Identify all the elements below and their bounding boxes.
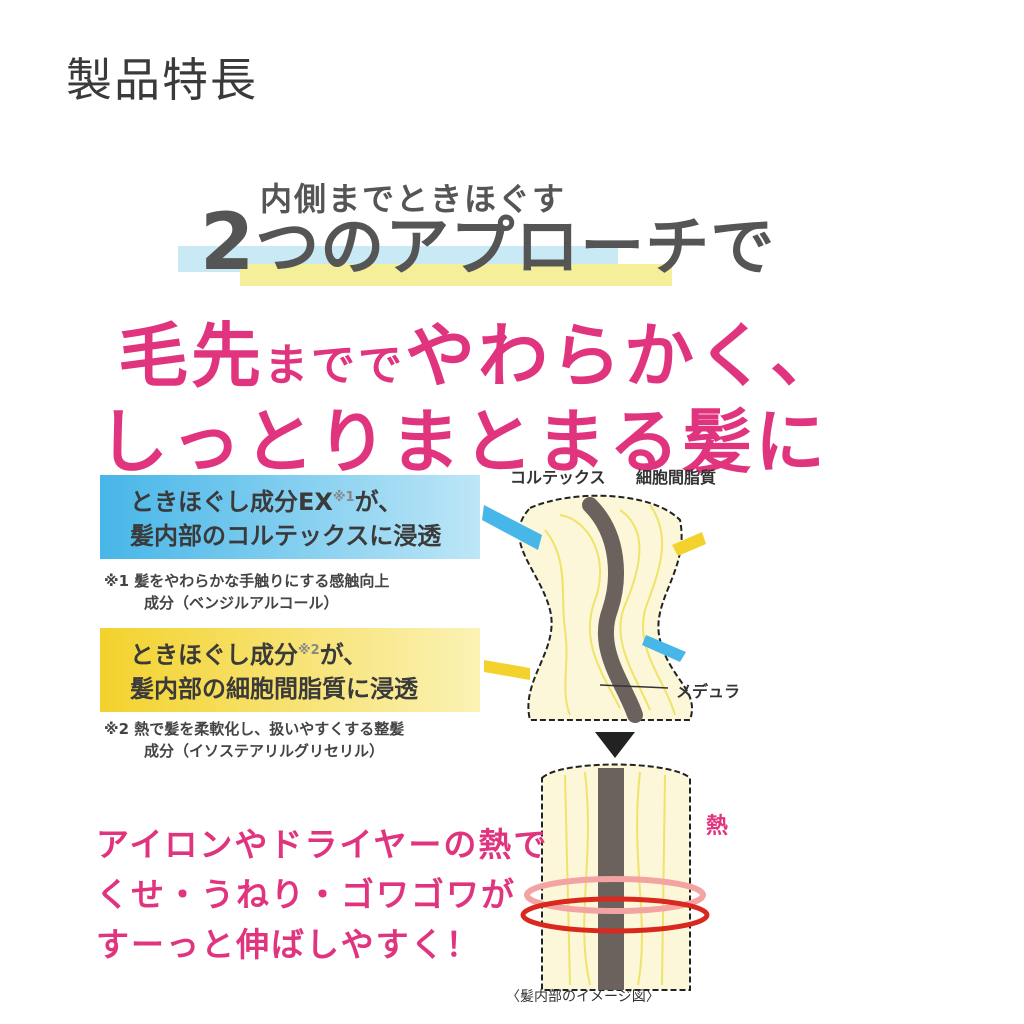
yellow-arrow-2: [672, 532, 706, 556]
benefit-text: アイロンやドライヤーの熱で くせ・うねり・ゴワゴワが すーっと伸ばしやすく！: [96, 820, 548, 970]
box-text: が、: [354, 488, 403, 516]
yellow-arrow-1: [484, 660, 530, 680]
blue-arrow-1: [482, 505, 542, 550]
pink-headline-line-2: しっとりまとまる髪に: [98, 401, 828, 483]
product-feature-image: 内側までときほぐす 2つのアプローチで 毛先まででやわらかく、 しっとりまとまる…: [90, 160, 840, 1020]
blue-arrow-2: [642, 635, 686, 662]
label-medulla: メデュラ: [676, 682, 741, 701]
box-line: 髪内部のコルテックスに浸透: [130, 522, 442, 550]
pink-headline-line-1: 毛先まででやわらかく、: [118, 300, 843, 401]
footnote-line: 成分（イソステアリルグリセリル）: [144, 742, 385, 760]
footnote-mark: ※2: [298, 643, 320, 658]
benefit-line: アイロンやドライヤーの熱で: [96, 825, 549, 864]
down-arrow-icon: [595, 732, 635, 758]
headline-number: 2: [200, 198, 256, 288]
footnote-mark: ※1: [332, 490, 355, 505]
box-line: ときほぐし成分※2が、: [130, 634, 480, 672]
page-title: 製品特長: [66, 53, 258, 107]
kicker-text: 内側までときほぐす: [260, 180, 567, 218]
heat-ring: [524, 876, 706, 914]
heat-ring: [520, 896, 710, 934]
pink-headline-particle: までで: [264, 340, 405, 391]
pink-headline-word: やわらかく、: [405, 315, 843, 397]
ingredient-box-2: ときほぐし成分※2が、 髪内部の細胞間脂質に浸透: [100, 628, 480, 712]
highlight-band: [240, 264, 672, 286]
straight-hair-illustration: [520, 763, 710, 991]
box-line: ときほぐし成分EX※1が、: [130, 481, 480, 519]
diagram-caption: 〈髪内部のイメージ図〉: [506, 989, 660, 1005]
box-text: ときほぐし成分EX: [130, 488, 333, 516]
footnote-line: 成分（ベンジルアルコール）: [144, 594, 339, 612]
pink-headline-word: 毛先: [118, 315, 264, 397]
label-cortex: コルテックス: [510, 468, 606, 487]
wavy-hair-illustration: [518, 494, 693, 723]
benefit-line: すーっと伸ばしやすく！: [96, 925, 481, 964]
benefit-line: くせ・うねり・ゴワゴワが: [96, 875, 516, 914]
medulla-pointer: [599, 684, 669, 689]
footnote-2: ※2 熱で髪を柔軟化し、扱いやすくする整髪 成分（イソステアリルグリセリル）: [104, 718, 404, 762]
label-heat: 熱: [706, 814, 729, 839]
footnote-1: ※1 髪をやわらかな手触りにする感触向上 成分（ベンジルアルコール）: [104, 570, 389, 614]
box-line: 髪内部の細胞間脂質に浸透: [130, 675, 418, 703]
headline: 2つのアプローチで: [200, 196, 775, 288]
headline-text: つのアプローチで: [255, 211, 776, 285]
footnote-line: ※2 熱で髪を柔軟化し、扱いやすくする整髪: [104, 720, 405, 738]
hair-diagram: [482, 494, 710, 991]
footnote-line: ※1 髪をやわらかな手触りにする感触向上: [104, 572, 390, 590]
box-text: ときほぐし成分: [130, 641, 298, 669]
label-cmc: 細胞間脂質: [636, 468, 717, 487]
box-text: が、: [319, 641, 368, 669]
ingredient-box-1: ときほぐし成分EX※1が、 髪内部のコルテックスに浸透: [100, 475, 480, 559]
